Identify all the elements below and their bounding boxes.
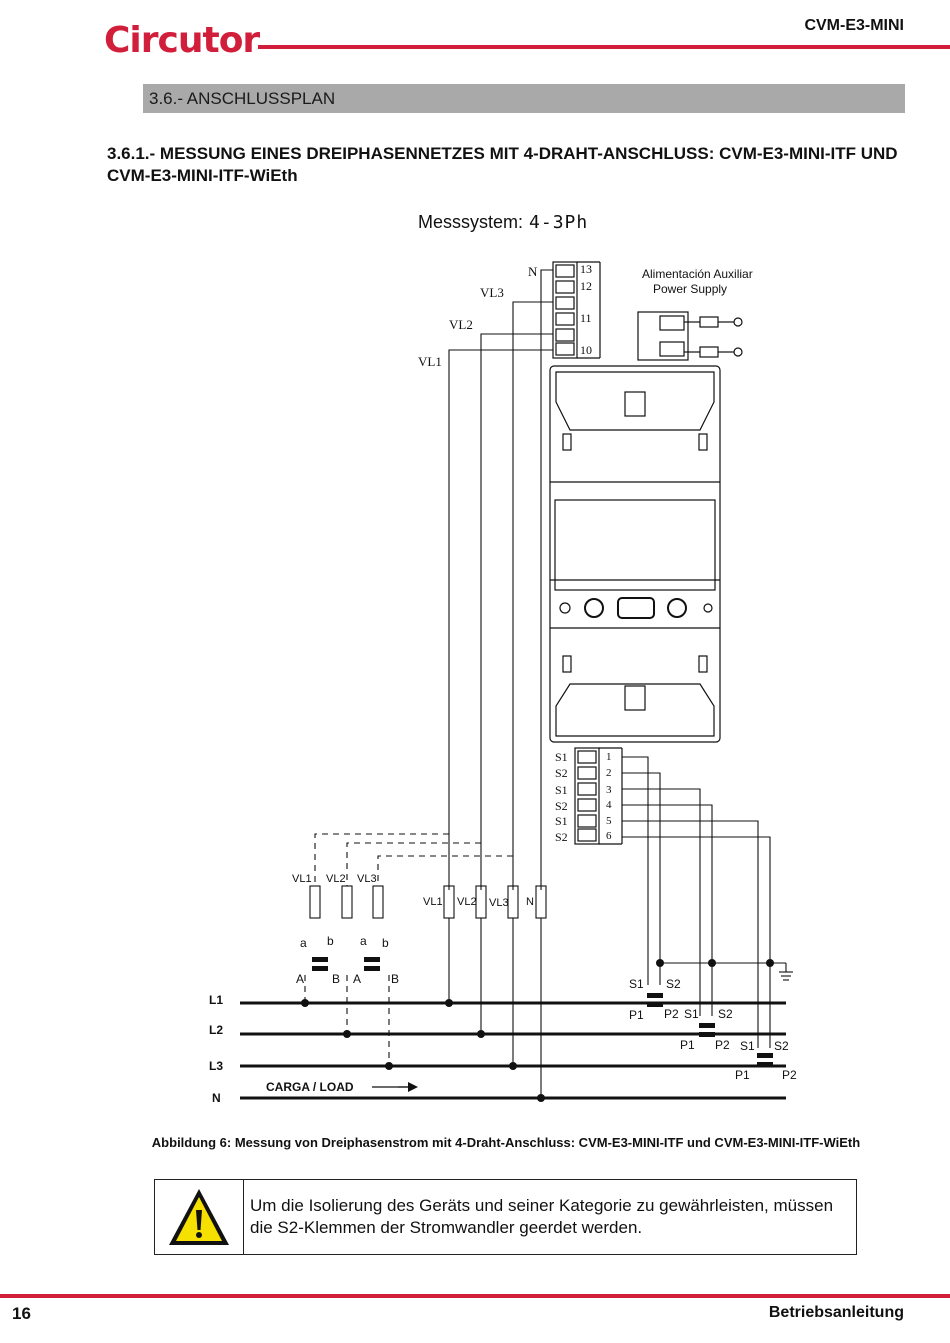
ct3-p1: P1 — [735, 1068, 750, 1082]
ct3-p2: P2 — [782, 1068, 797, 1082]
left-button-icon — [584, 598, 604, 618]
fuse-label-right: N — [526, 896, 534, 908]
terminal-10: 10 — [580, 343, 592, 357]
menu-button-icon — [617, 597, 655, 619]
ct-terminal-label: S1 — [555, 750, 568, 764]
ct-terminal-label: S2 — [555, 830, 568, 844]
device-display — [554, 499, 716, 591]
ct-terminal-number: 4 — [606, 799, 612, 811]
figure-caption: Abbildung 6: Messung von Dreiphasenstrom… — [151, 1135, 861, 1150]
warning-text: Um die Isolierung des Geräts und seiner … — [250, 1196, 834, 1237]
page-number: 16 — [12, 1304, 31, 1323]
label-n: N — [528, 264, 538, 279]
line-label-n: N — [212, 1091, 221, 1105]
ct1-s2: S2 — [666, 977, 681, 991]
messsystem-text: Messsystem: — [418, 212, 524, 232]
fuse-label-left: VL3 — [357, 873, 377, 885]
ct2-s2: S2 — [718, 1007, 733, 1021]
line-label-l2: L2 — [209, 1023, 223, 1037]
terminal-11: 11 — [580, 311, 592, 325]
messsystem-label: Messsystem:4-3Ph — [418, 212, 588, 233]
ct-terminal-number: 6 — [606, 830, 612, 842]
label-vl2: VL2 — [449, 317, 473, 332]
messsystem-value: 4-3Ph — [529, 212, 589, 233]
vt-label-B: B — [332, 972, 340, 986]
header-title: CVM-E3-MINI — [804, 17, 904, 34]
vt-label-A: A — [296, 972, 304, 986]
ct3-s1: S1 — [740, 1039, 755, 1053]
ct-terminal-label: S2 — [555, 799, 568, 813]
wiring-diagram: N VL3 VL2 VL1 13 12 11 10 Alimentación A… — [209, 261, 797, 1105]
logo-text: Circutor — [104, 20, 260, 61]
terminal-12: 12 — [580, 279, 592, 293]
ct-terminal-number: 1 — [606, 751, 612, 763]
vt-label-A: A — [353, 972, 361, 986]
ct1-s1: S1 — [629, 977, 644, 991]
footer-title: Betriebsanleitung — [768, 1304, 904, 1321]
load-label: CARGA / LOAD — [266, 1080, 354, 1094]
ct-terminal-number: 3 — [606, 784, 612, 796]
ct-terminal-label: S1 — [555, 814, 568, 828]
circutor-logo: Circutor — [104, 20, 260, 61]
aux-power-connector — [637, 311, 689, 361]
ct-terminal-label: S2 — [555, 766, 568, 780]
label-vl1: VL1 — [418, 354, 442, 369]
ct1-p1: P1 — [629, 1008, 644, 1022]
current-terminal-block — [574, 747, 600, 845]
warning-box: Um die Isolierung des Geräts und seiner … — [154, 1179, 857, 1255]
subsection-title: 3.6.1.- MESSUNG EINES DREIPHASENNETZES M… — [107, 144, 898, 185]
line-label-l1: L1 — [209, 993, 223, 1007]
terminal-13: 13 — [580, 262, 592, 276]
load-arrow-icon — [408, 1082, 418, 1092]
line-label-l3: L3 — [209, 1059, 223, 1073]
right-button-icon — [667, 598, 687, 618]
vt-label-a: a — [360, 934, 367, 948]
aux-power-label-en: Power Supply — [653, 282, 727, 296]
vt-label-a: a — [300, 936, 307, 950]
header-rule — [258, 45, 950, 49]
footer-rule — [0, 1294, 950, 1298]
section-title: 3.6.- ANSCHLUSSPLAN — [149, 89, 336, 108]
ct2-p2: P2 — [715, 1038, 730, 1052]
wireless-icon — [703, 603, 713, 613]
fuse-label-right: VL3 — [489, 897, 509, 909]
power-icon — [559, 602, 571, 614]
ct3-s2: S2 — [774, 1039, 789, 1053]
fuse-label-left: VL2 — [326, 873, 346, 885]
aux-power-label-es: Alimentación Auxiliar — [642, 267, 753, 281]
voltage-terminal-block — [552, 261, 578, 359]
section-heading-bar: 3.6.- ANSCHLUSSPLAN — [143, 84, 905, 113]
device-body — [549, 365, 721, 743]
fuse-label-left: VL1 — [292, 873, 312, 885]
ct2-p1: P1 — [680, 1038, 695, 1052]
warning-icon-cell — [155, 1180, 244, 1254]
ct1-p2: P2 — [664, 1007, 679, 1021]
ct-terminal-number: 2 — [606, 767, 612, 779]
fuse-label-right: VL2 — [457, 896, 477, 908]
ct-terminal-label: S1 — [555, 783, 568, 797]
warning-triangle-icon — [169, 1189, 229, 1245]
fuse-label-right: VL1 — [423, 896, 443, 908]
ct-terminal-number: 5 — [606, 815, 612, 827]
vt-label-b: b — [382, 936, 389, 950]
vt-label-B: B — [391, 972, 399, 986]
ct2-s1: S1 — [684, 1007, 699, 1021]
vt-label-b: b — [327, 934, 334, 948]
label-vl3: VL3 — [480, 285, 504, 300]
